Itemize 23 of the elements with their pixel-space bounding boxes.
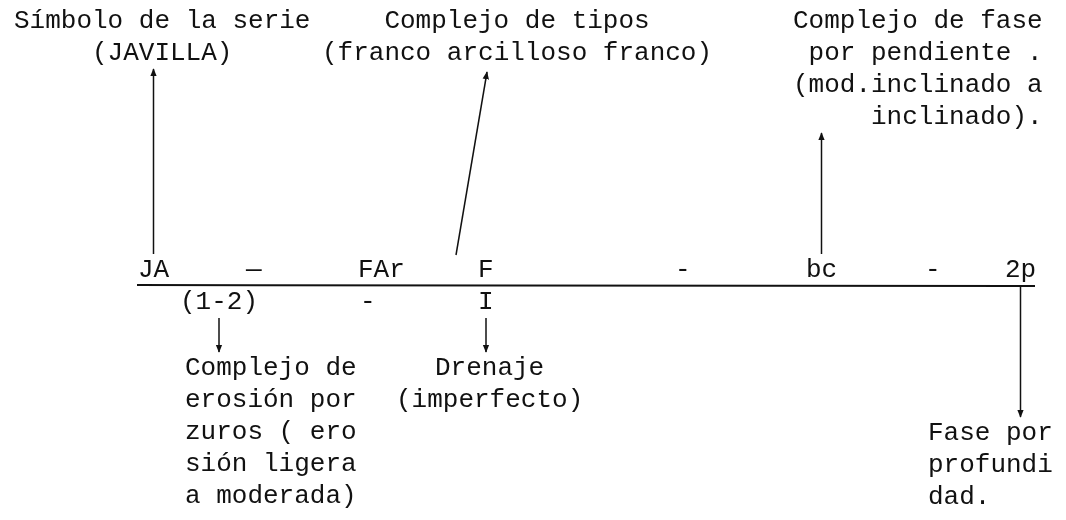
symbol-text: bc (806, 254, 838, 286)
arrow (482, 317, 490, 353)
symbol-text: FAr (358, 254, 405, 286)
arrow (1017, 285, 1024, 418)
annotation-text: Complejo de fase por pendiente . (mod.inclinado a inclinado). (793, 5, 1043, 133)
annotation-text: Símbolo de la serie (JAVILLA) (14, 5, 311, 69)
annotation-text: Complejo de tipos (franco arcilloso franco) (322, 5, 713, 69)
symbol-text: 2p (1005, 254, 1037, 286)
arrow (150, 68, 157, 255)
symbol-text: F (478, 254, 494, 286)
annotation-text: Drenaje (imperfecto) (396, 352, 584, 416)
separator-dash: — (246, 254, 262, 286)
symbol-text: (1-2) (180, 286, 258, 318)
separator-dash: - (360, 286, 376, 318)
separator-dash: - (925, 254, 941, 286)
arrow (455, 71, 489, 256)
separator-dash: - (675, 254, 691, 286)
symbol-text: JA (138, 254, 170, 286)
annotation-text: Complejo de erosión por zuros ( ero sión ligera a moderada) (185, 352, 357, 512)
arrow (818, 132, 825, 255)
symbol-text: I (478, 286, 494, 318)
arrow (215, 317, 223, 353)
annotation-text: Fase por profundi dad. (928, 417, 1063, 513)
